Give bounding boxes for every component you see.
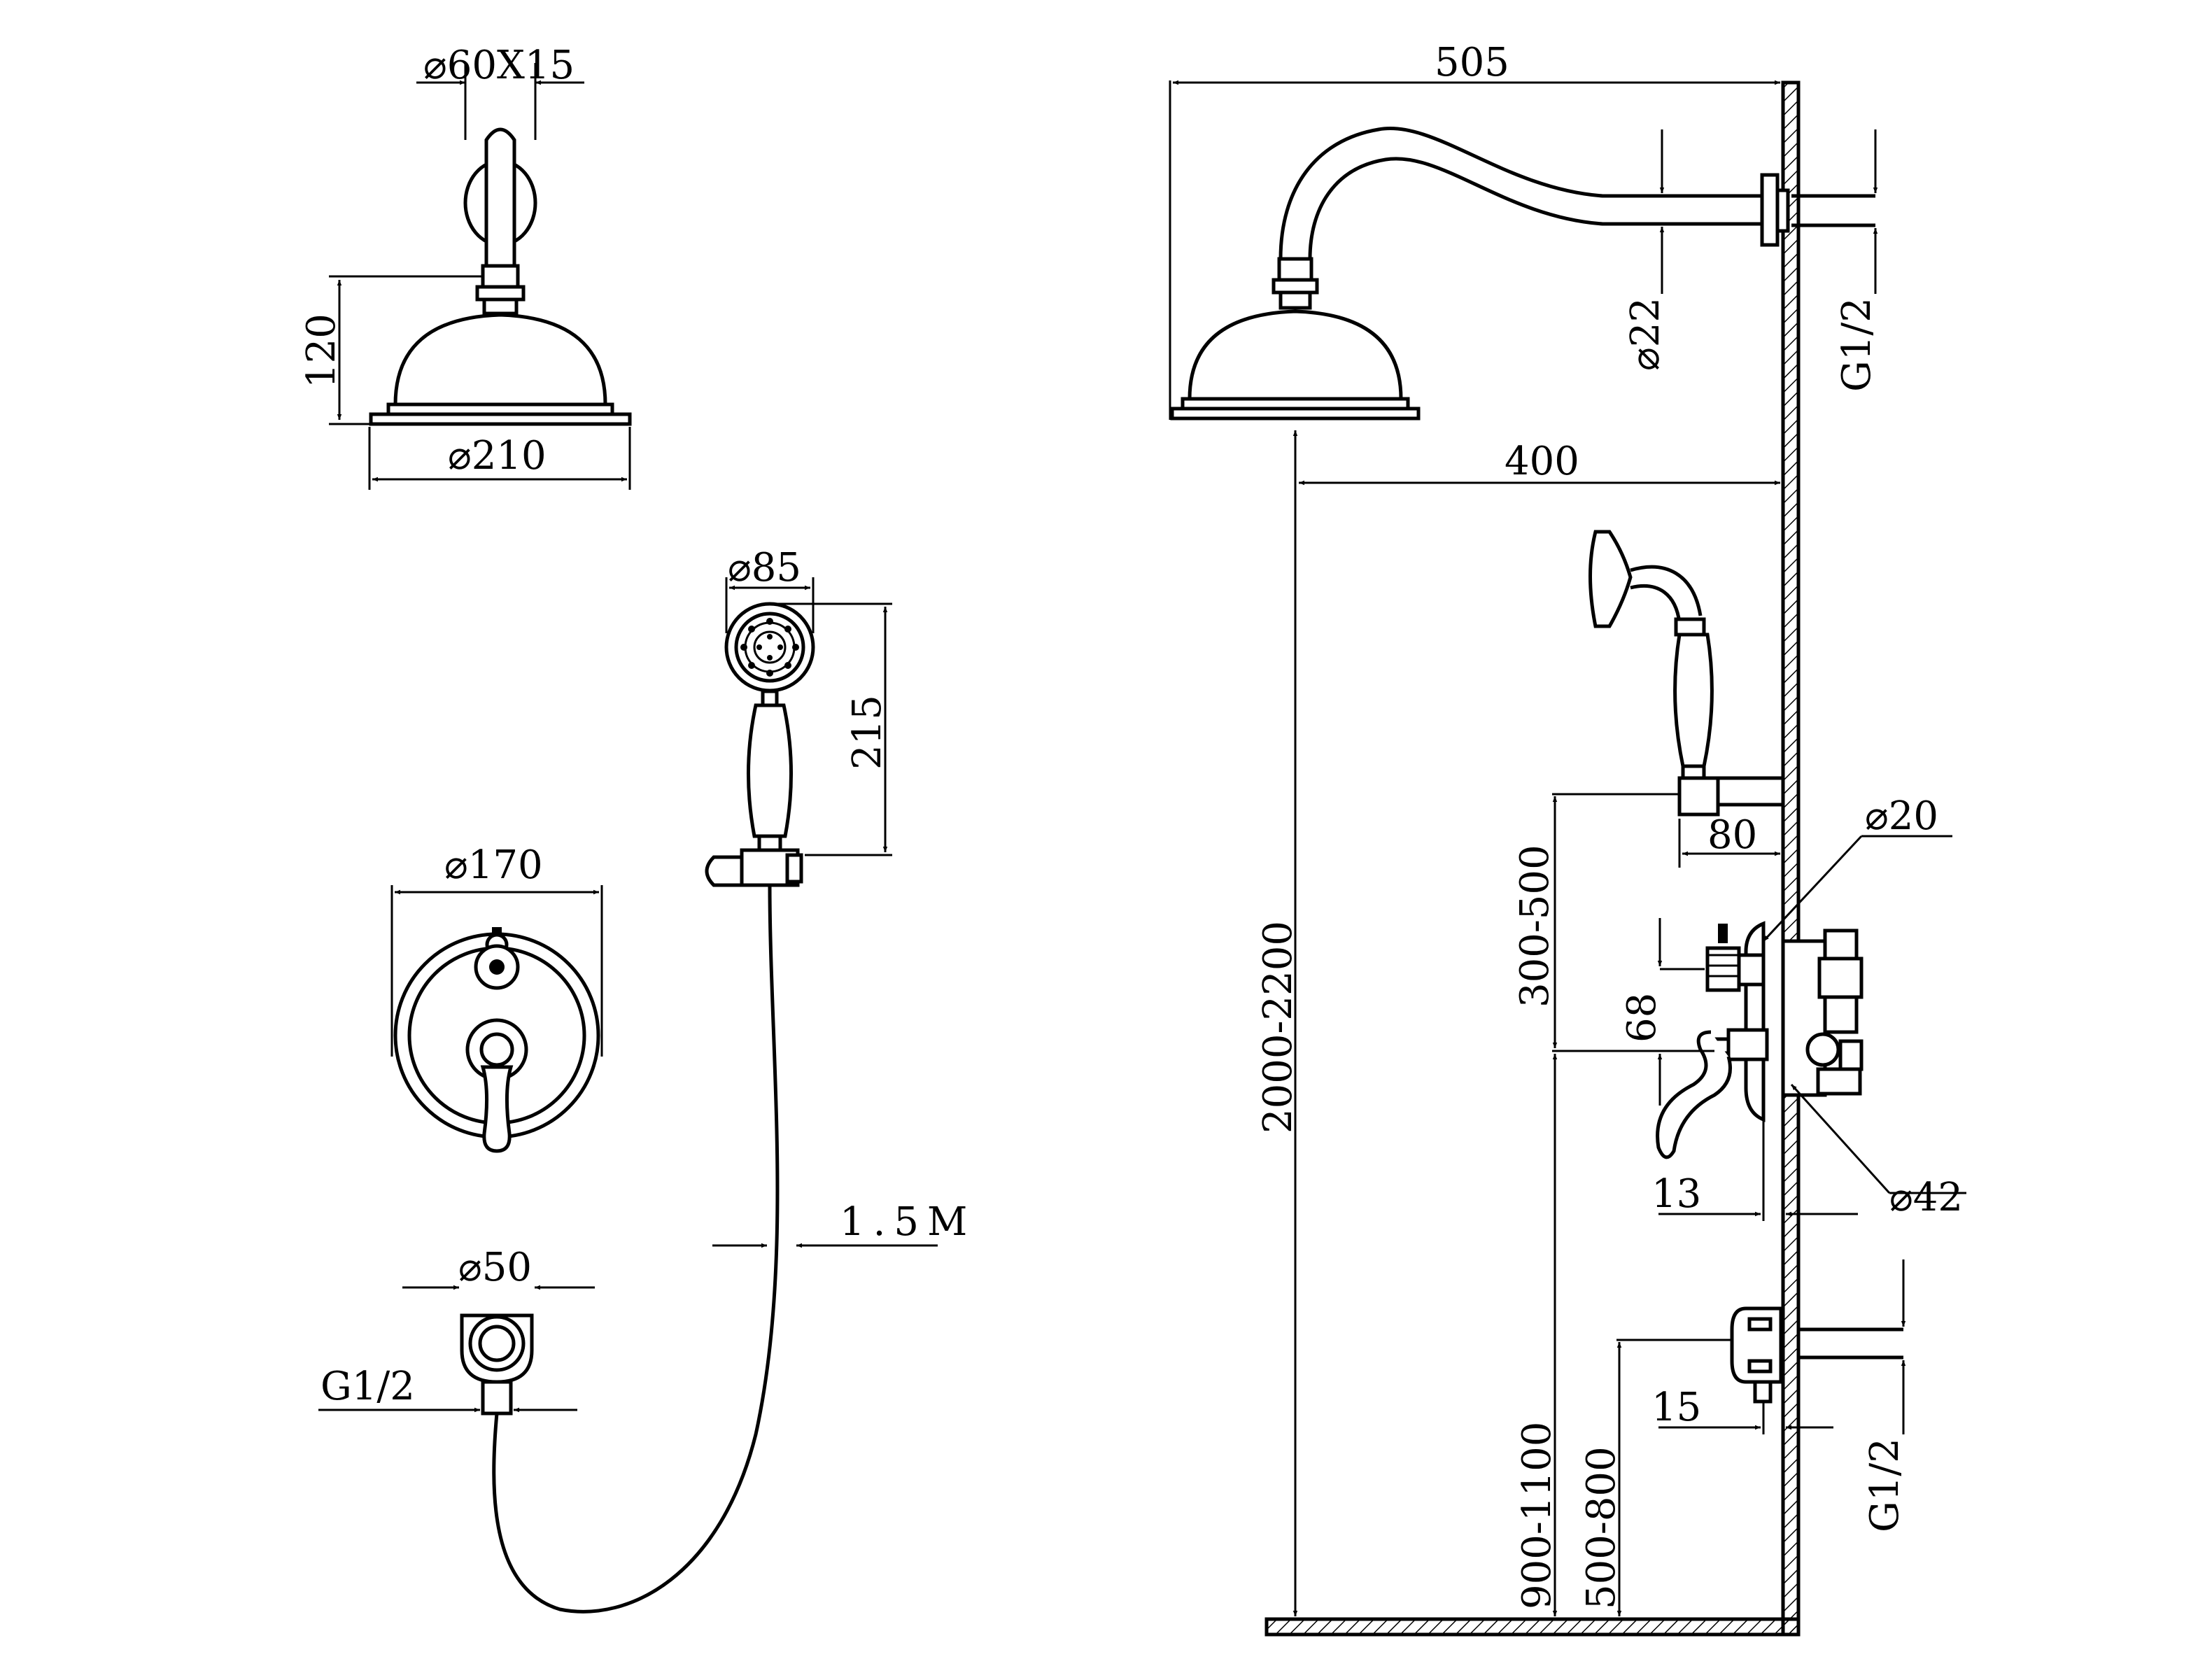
dim-total-height: 2000-2200 — [1255, 921, 1301, 1134]
dim-arm-diameter: ⌀22 — [1623, 297, 1668, 371]
valve-plate-front-view — [390, 885, 603, 1153]
dim-knob-diameter: ⌀20 — [1865, 793, 1938, 839]
dim-hand-diameter: ⌀85 — [728, 545, 801, 591]
height-dimensions — [1552, 796, 1622, 1616]
dim-outlet-height: 500-800 — [1579, 1446, 1624, 1609]
shower-arm-side-view — [1169, 80, 1878, 1616]
dim-escutcheon-diameter: ⌀42 — [1889, 1175, 1963, 1220]
dim-outlet-diameter: ⌀50 — [458, 1245, 532, 1290]
dim-hand-length: 215 — [845, 695, 890, 770]
valve-side-view — [1552, 835, 1966, 1221]
dim-inlet-thread-bottom: G1/2 — [1862, 1438, 1908, 1532]
dim-inlet-thread-top: G1/2 — [1834, 297, 1880, 392]
shower-head-front-view — [329, 63, 632, 490]
dim-outlet-offset: 15 — [1651, 1385, 1701, 1430]
hand-shower-side-view — [1552, 530, 1785, 868]
dim-bracket-height: 300-500 — [1512, 845, 1558, 1008]
dim-head-offset: 400 — [1505, 439, 1579, 484]
dim-bracket-depth: 80 — [1707, 812, 1757, 858]
dim-plate-diameter: ⌀170 — [444, 842, 543, 888]
dim-hose-length: 1.5M — [840, 1199, 975, 1245]
dim-valve-height: 900-1100 — [1514, 1422, 1560, 1609]
wall-outlet-front-view — [318, 1285, 595, 1416]
dim-head-diameter: ⌀210 — [448, 433, 547, 479]
wall-outlet-side-view — [1616, 1259, 1906, 1434]
dim-valve-spacing: 68 — [1619, 993, 1665, 1043]
dim-head-height: 120 — [299, 313, 344, 388]
dim-lever-offset: 13 — [1651, 1171, 1701, 1217]
dim-overhead-diameter: ⌀60X15 — [423, 43, 575, 88]
dim-outlet-thread: G1/2 — [320, 1364, 415, 1409]
wall-section — [1264, 80, 1801, 1637]
dim-arm-reach: 505 — [1435, 40, 1509, 85]
hand-shower-front-view — [492, 577, 938, 1614]
